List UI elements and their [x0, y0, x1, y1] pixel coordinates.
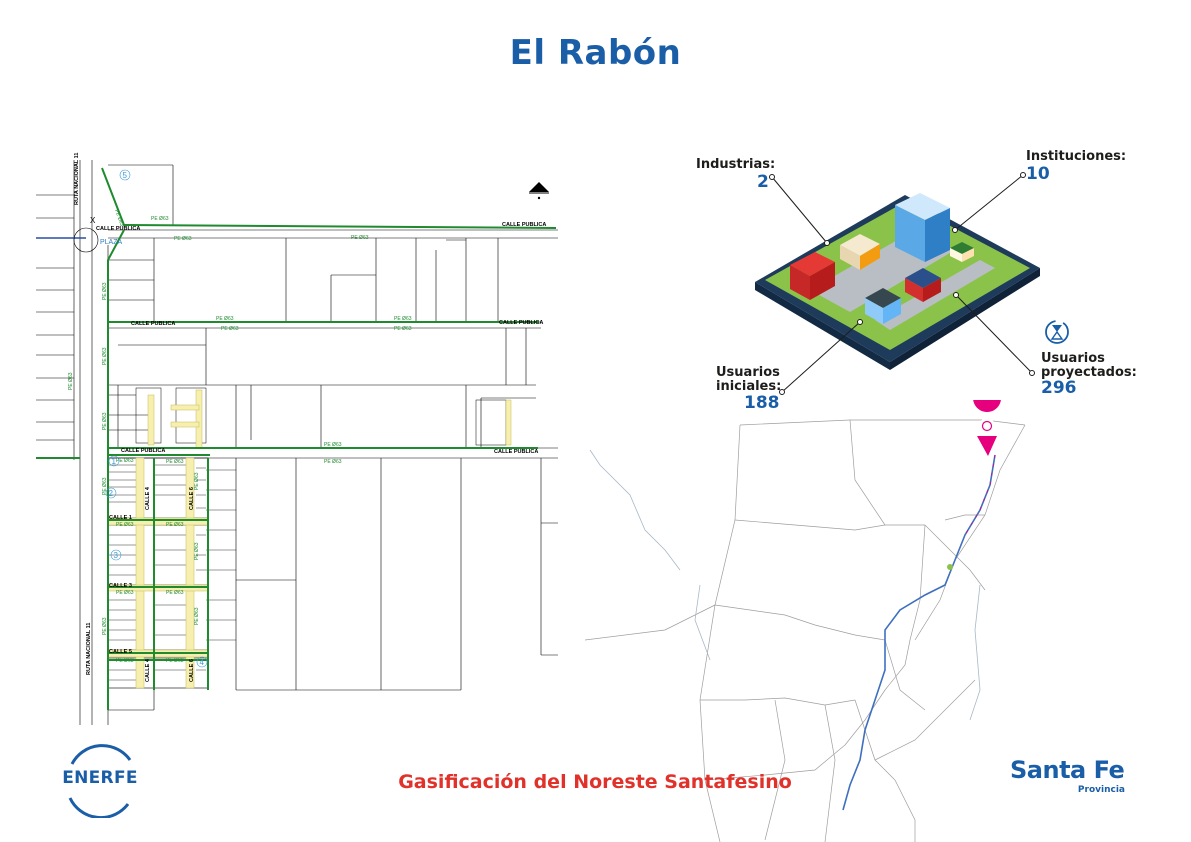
province-route-map [585, 400, 1026, 842]
calle-4-label: CALLE 4 [145, 658, 151, 682]
pipe-label: PE Ø63 [102, 412, 108, 430]
hourglass-icon [1045, 320, 1069, 344]
pipe-label: PE Ø63 [116, 590, 134, 596]
zone-number: 1 [112, 457, 117, 466]
instituciones-label: Instituciones: [1026, 149, 1127, 164]
pipe-label: PE Ø63 [102, 477, 108, 495]
pipe-label: PE Ø63 [194, 542, 200, 560]
station-circle [73, 227, 99, 253]
calle-3-label: CALLE 3 [109, 583, 132, 589]
pipe-label: PE Ø63 [68, 372, 74, 390]
santa-fe-logo-sub: Provincia [1077, 785, 1125, 795]
street-label: CALLE PUBLICA [131, 321, 175, 327]
pipe-label: PE Ø63 [394, 316, 412, 322]
pipe-label: PE Ø63 [194, 472, 200, 490]
usuarios-proyectados-label: Usuarios proyectados: [1041, 351, 1137, 380]
pipe-label: PE Ø63 [116, 658, 134, 664]
street-label: CALLE PUBLICA [499, 320, 543, 326]
city-block-illustration [755, 193, 1040, 370]
route-label: RUTA NACIONAL 11 [74, 153, 80, 205]
pipe-label: PE Ø63 [216, 316, 234, 322]
house-blue [865, 288, 901, 324]
santa-fe-logo-name: Santa Fe [1010, 756, 1125, 784]
street-fill [107, 389, 512, 689]
zone-number: 2 [109, 489, 114, 498]
station-marker-label: X [90, 216, 96, 225]
pipe-label: PE Ø63 [102, 617, 108, 635]
street-label: CALLE PUBLICA [96, 226, 140, 232]
location-pin-icon [973, 400, 1001, 456]
industrias-value: 2 [757, 172, 769, 192]
institution-tower [895, 193, 950, 262]
pipe-label: PE Ø63 [151, 216, 169, 222]
pipe-label: PE Ø63 [394, 326, 412, 332]
pipe-label: PE Ø63 [102, 282, 108, 300]
calle-6-label: CALLE 6 [189, 487, 195, 510]
pipe-label: PE Ø63 [166, 590, 184, 596]
town-marker [947, 564, 953, 570]
calle-4-label: CALLE 4 [145, 486, 151, 510]
pipe-labels: PE Ø63 PE Ø63 PE Ø63 PE Ø63 PE Ø63 PE Ø6… [68, 209, 412, 664]
industry-building [790, 252, 835, 300]
route-label: RUTA NACIONAL 11 [86, 623, 92, 675]
project-title: Gasificación del Noreste Santafesino [398, 771, 792, 793]
enerfe-logo-text: ENERFE [62, 768, 138, 788]
gas-network-plan: CALLE PUBLICA CALLE PUBLICA CALLE PUBLIC… [36, 153, 558, 725]
zone-number: 3 [114, 551, 119, 560]
industrias-label: Industrias: [696, 157, 776, 172]
page-title: El Rabón [509, 33, 682, 73]
gas-pipe-lines [36, 167, 557, 710]
calle-5-label: CALLE 5 [109, 649, 132, 655]
pipe-label: PE Ø63 [324, 442, 342, 448]
street-label: CALLE PUBLICA [502, 222, 546, 228]
usuarios-iniciales-label: Usuarios iniciales: [716, 365, 782, 394]
gas-route-line [842, 454, 996, 811]
house-small [950, 242, 974, 262]
plaza-label: PLAZA [100, 239, 123, 246]
pipe-label: PE Ø63 [194, 607, 200, 625]
street-label: CALLE PUBLICA [121, 448, 165, 454]
street-label: CALLE PUBLICA [494, 449, 538, 455]
pipe-label: PE Ø63 [116, 522, 134, 528]
pipe-label: PE Ø63 [166, 658, 184, 664]
instituciones-value: 10 [1026, 164, 1050, 184]
pipe-label: PE Ø63 [351, 235, 369, 241]
river-lines [589, 449, 981, 721]
pipe-label: PE Ø63 [116, 458, 134, 464]
pipe-label: PE Ø63 [174, 236, 192, 242]
zone-number: 5 [123, 171, 128, 180]
zone-numbers: 5 1 2 3 4 [105, 169, 208, 668]
north-arrow-icon [529, 182, 549, 200]
department-boundaries [585, 419, 1026, 842]
calle-6-label: CALLE 6 [189, 659, 195, 682]
house-red [905, 268, 941, 302]
enerfe-logo: ENERFE [58, 744, 142, 820]
pipe-label: PE Ø63 [166, 459, 184, 465]
enerfe-ring-icon [68, 744, 132, 820]
zone-number: 4 [200, 658, 205, 667]
usuarios-proyectados-value: 296 [1041, 378, 1077, 398]
pipe-label: PE Ø63 [221, 326, 239, 332]
calle-1-label: CALLE 1 [109, 515, 132, 521]
pipe-label: PE Ø63 [324, 459, 342, 465]
pipe-label: PE Ø63 [113, 209, 125, 228]
usuarios-iniciales-value: 188 [744, 393, 780, 413]
shop-building [840, 234, 880, 270]
pipe-label: PE Ø63 [102, 347, 108, 365]
pipe-label: PE Ø63 [166, 522, 184, 528]
street-labels: CALLE PUBLICA CALLE PUBLICA CALLE PUBLIC… [74, 153, 546, 682]
